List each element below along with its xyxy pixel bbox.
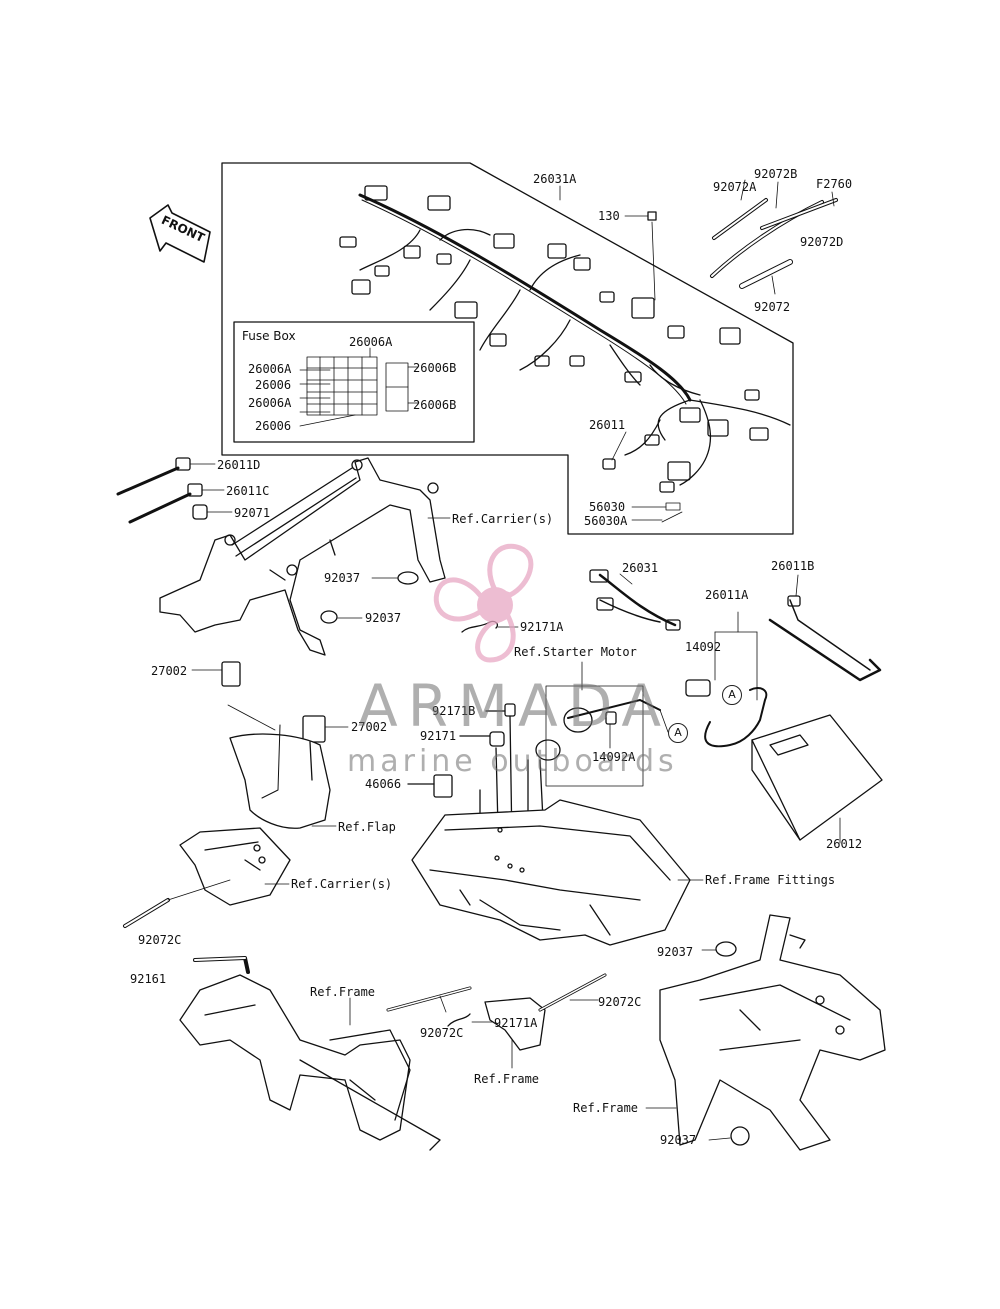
part-label: 56030A [584,514,628,528]
part-label: 92072C [598,995,642,1009]
callout-a: A [722,685,742,705]
ref-label: Ref.Frame [310,985,376,999]
part-label: 130 [598,209,620,223]
part-label: 26011C [226,484,270,498]
starter-relay-area [545,661,644,787]
fuse-box-internals [299,347,419,427]
part-label: 14092A [592,750,636,764]
fuse-box-title: Fuse Box [242,329,296,343]
fuse-label: 26006A [248,396,292,410]
part-label: 26012 [826,837,863,851]
battery-cable [685,574,882,748]
part-label: 26011 [589,418,626,432]
fuses-left [116,457,233,524]
fuse-label: 26006A [349,335,393,349]
part-label: 46066 [365,777,402,791]
relay-27002 [191,661,349,743]
part-label: 92071 [234,506,271,520]
upper-carrier-frame [159,457,451,656]
part-label: 56030 [589,500,626,514]
starter-cable [535,699,669,761]
center-bracket [484,973,607,1069]
part-label: 26011D [217,458,261,472]
flap-panel [227,704,337,829]
part-label: 92072C [420,1026,464,1040]
part-label: 26011A [705,588,749,602]
lower-frame-left [179,956,495,1151]
fuse-label: 26006A [248,362,292,376]
part-label: 14092 [685,640,722,654]
part-label: F2760 [816,177,853,191]
part-label: 92072 [754,300,791,314]
part-label: 92072A [713,180,757,194]
sub-harness-26031 [589,569,681,631]
part-label: 92161 [130,972,167,986]
ref-label: Ref.Frame Fittings [705,873,836,887]
battery-26012 [751,714,883,844]
front-arrow-icon [149,204,211,263]
ref-label: Ref.Flap [338,820,396,834]
ref-label: Ref.Starter Motor [514,645,637,659]
part-label: 27002 [151,664,188,678]
ref-label: Ref.Carrier(s) [291,877,393,891]
fuse-label: 26006 [255,378,292,392]
part-label: 26011B [771,559,815,573]
bolt-130 [624,211,657,301]
part-label: 92037 [657,945,694,959]
part-label: 92171B [432,704,476,718]
part-label: 92171 [420,729,457,743]
cable-ties [710,179,838,295]
main-wiring-harness [339,185,791,493]
harness-kit-outline [221,162,794,535]
part-label: 92171A [494,1016,538,1030]
fuse-label: 26006 [255,419,292,433]
part-label: 92037 [365,611,402,625]
ref-label: Ref.Frame [573,1101,639,1115]
lower-frame-right [645,914,886,1151]
part-label: 92037 [324,571,361,585]
propeller-logo-icon [433,543,534,663]
part-label: 92171A [520,620,564,634]
part-label: 92072D [800,235,844,249]
watermark-brand: ARMADA [358,672,672,740]
callout-a: A [668,723,688,743]
part-label: 26031A [533,172,577,186]
part-label: 92072B [754,167,798,181]
center-tray [411,799,704,946]
part-label: 26031 [622,561,659,575]
part-label: 27002 [351,720,388,734]
lower-carrier [123,827,291,928]
part-label: 92072C [138,933,182,947]
ref-label: Ref.Frame [474,1072,540,1086]
ref-label: Ref.Carrier(s) [452,512,554,526]
fuse-label: 26006B [413,398,457,412]
fuse-box-outline [233,321,475,443]
part-label: 92037 [660,1133,697,1147]
fuse-label: 26006B [413,361,457,375]
watermark-tagline: marine outboards [347,744,678,779]
